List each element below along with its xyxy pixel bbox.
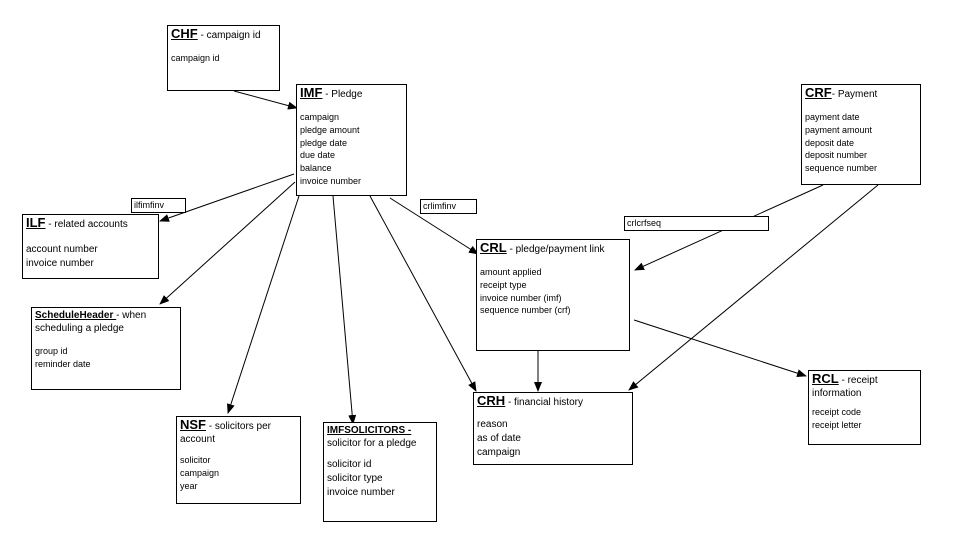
entity-ilf-desc: - related accounts bbox=[45, 219, 128, 230]
entity-crh-title: CRH - financial history bbox=[477, 394, 628, 409]
field: sequence number (crf) bbox=[480, 305, 571, 316]
field: deposit number bbox=[805, 150, 868, 161]
entity-chf-title: CHF - campaign id bbox=[171, 27, 275, 42]
entity-scheduleheader-code: ScheduleHeader bbox=[35, 310, 117, 321]
field: group id bbox=[35, 346, 68, 356]
field: amount applied bbox=[480, 267, 542, 277]
field: invoice number bbox=[327, 487, 395, 498]
field: balance bbox=[300, 163, 332, 174]
arrow-imf-to-crh bbox=[369, 195, 477, 392]
entity-crl-code: CRL bbox=[480, 240, 507, 255]
entity-crh-desc: - financial history bbox=[505, 397, 583, 408]
field: due date bbox=[300, 150, 336, 161]
link-label-ilfimfinv: ilfimfinv bbox=[131, 198, 186, 213]
entity-rcl-title: RCL - receipt information bbox=[812, 372, 916, 400]
entity-crf-desc: - Payment bbox=[831, 89, 878, 100]
entity-ilf-code: ILF bbox=[26, 215, 46, 230]
entity-nsf-code: NSF bbox=[180, 417, 206, 432]
entity-rcl-desc: - receipt information bbox=[812, 375, 878, 399]
entity-imfsolicitors: IMFSOLICITORS - solicitor for a pledge s… bbox=[323, 422, 437, 522]
entity-crh-fields: reason as of date campaign bbox=[477, 418, 628, 460]
field: campaign bbox=[180, 467, 220, 478]
field: sequence number bbox=[805, 163, 878, 174]
entity-imfsolicitors-code: IMFSOLICITORS - bbox=[327, 425, 412, 436]
entity-imf-desc: - Pledge bbox=[322, 89, 363, 100]
entity-chf-fields: campaign id bbox=[171, 52, 275, 65]
entity-crl-title: CRL - pledge/payment link bbox=[480, 241, 625, 256]
arrow-crl-to-rcl bbox=[633, 319, 807, 378]
entity-rcl-code: RCL bbox=[812, 371, 839, 386]
field: as of date bbox=[477, 433, 521, 444]
field: pledge amount bbox=[300, 124, 360, 135]
entity-nsf: NSF - solicitors per account solicitor c… bbox=[176, 416, 301, 504]
entity-ilf: ILF - related accounts account number in… bbox=[22, 214, 159, 279]
entity-scheduleheader-desc: - when scheduling a pledge bbox=[35, 310, 147, 334]
link-label-crlcrfseq: crlcrfseq bbox=[624, 216, 769, 231]
entity-nsf-desc: - solicitors per account bbox=[180, 421, 272, 445]
field: campaign bbox=[300, 112, 340, 122]
entity-chf-desc: - campaign id bbox=[197, 30, 261, 41]
entity-crl-desc: - pledge/payment link bbox=[506, 244, 605, 255]
arrow-imf-to-scheduleheader bbox=[159, 181, 296, 305]
entity-chf: CHF - campaign id campaign id bbox=[167, 25, 280, 91]
field: invoice number bbox=[26, 258, 94, 269]
arrow-chf-to-imf bbox=[233, 90, 298, 110]
entity-imfsolicitors-title: IMFSOLICITORS - solicitor for a pledge bbox=[327, 424, 432, 450]
field: receipt code bbox=[812, 407, 862, 417]
field: account number bbox=[26, 244, 98, 255]
link-label-crlimfinv: crlimfinv bbox=[420, 199, 477, 214]
arrow-imf-to-nsf bbox=[226, 195, 300, 414]
field: year bbox=[180, 480, 198, 491]
arrow-imf-to-ilf bbox=[159, 173, 295, 222]
entity-crf-title: CRF- Payment bbox=[805, 86, 916, 101]
entity-imf-title: IMF - Pledge bbox=[300, 86, 402, 101]
entity-rcl-fields: receipt code receipt letter bbox=[812, 406, 916, 432]
entity-imfsolicitors-desc: solicitor for a pledge bbox=[327, 438, 417, 449]
entity-scheduleheader: ScheduleHeader - when scheduling a pledg… bbox=[31, 307, 181, 390]
field: payment date bbox=[805, 112, 860, 122]
entity-crh-code: CRH bbox=[477, 393, 506, 408]
entity-imf-fields: campaign pledge amount pledge date due d… bbox=[300, 111, 402, 188]
arrow-imf-to-imfsolicitors bbox=[332, 195, 357, 425]
entity-rcl: RCL - receipt information receipt code r… bbox=[808, 370, 921, 445]
entity-nsf-fields: solicitor campaign year bbox=[180, 454, 296, 492]
entity-scheduleheader-title: ScheduleHeader - when scheduling a pledg… bbox=[35, 309, 176, 335]
field: pledge date bbox=[300, 137, 348, 148]
field: solicitor bbox=[180, 455, 211, 465]
entity-crf: CRF- Payment payment date payment amount… bbox=[801, 84, 921, 185]
field: receipt letter bbox=[812, 419, 862, 430]
entity-crl-fields: amount applied receipt type invoice numb… bbox=[480, 266, 625, 317]
field: campaign bbox=[477, 447, 521, 458]
entity-chf-code: CHF bbox=[171, 26, 198, 41]
field: reminder date bbox=[35, 358, 91, 369]
entity-crh: CRH - financial history reason as of dat… bbox=[473, 392, 633, 465]
field: solicitor id bbox=[327, 459, 372, 470]
field: invoice number (imf) bbox=[480, 292, 562, 303]
entity-ilf-fields: account number invoice number bbox=[26, 243, 154, 271]
field: solicitor type bbox=[327, 473, 383, 484]
entity-imfsolicitors-fields: solicitor id solicitor type invoice numb… bbox=[327, 458, 432, 500]
field: receipt type bbox=[480, 279, 527, 290]
entity-crf-fields: payment date payment amount deposit date… bbox=[805, 111, 916, 175]
field: campaign id bbox=[171, 53, 220, 63]
field: deposit date bbox=[805, 137, 855, 148]
field: invoice number bbox=[300, 175, 362, 186]
arrow-imf-to-crl bbox=[389, 197, 479, 255]
entity-nsf-title: NSF - solicitors per account bbox=[180, 418, 296, 446]
field: payment amount bbox=[805, 124, 873, 135]
entity-imf: IMF - Pledge campaign pledge amount pled… bbox=[296, 84, 407, 196]
field: reason bbox=[477, 419, 508, 430]
entity-ilf-title: ILF - related accounts bbox=[26, 216, 154, 231]
entity-crf-code: CRF bbox=[805, 85, 832, 100]
arrow-crf-to-crh bbox=[628, 184, 879, 391]
entity-imf-code: IMF bbox=[300, 85, 323, 100]
entity-scheduleheader-fields: group id reminder date bbox=[35, 345, 176, 371]
entity-crl: CRL - pledge/payment link amount applied… bbox=[476, 239, 630, 351]
